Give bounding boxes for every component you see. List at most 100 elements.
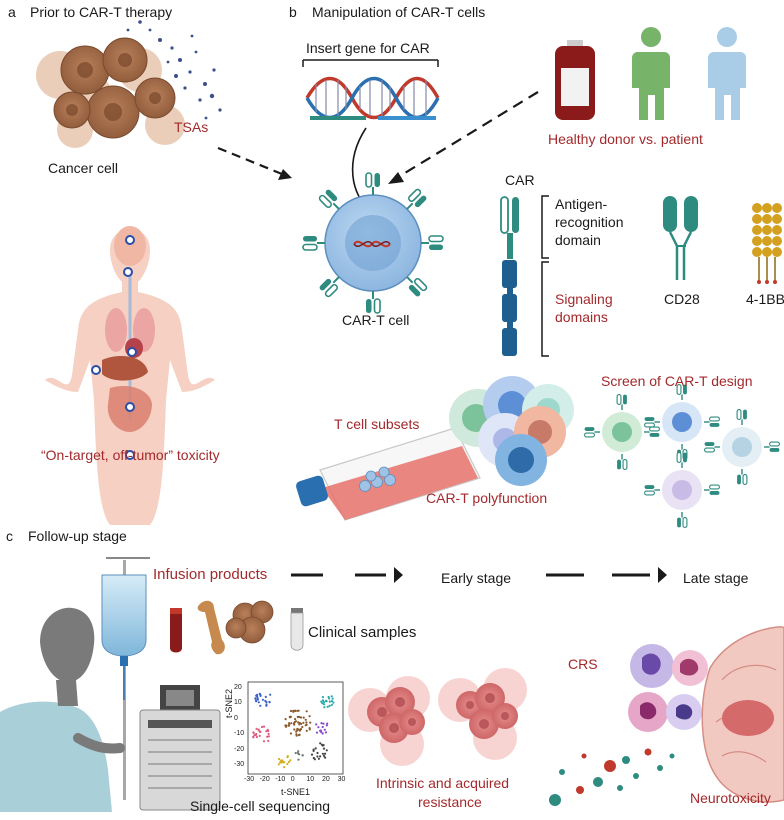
tsne-dot	[330, 700, 333, 703]
tsne-dot	[289, 759, 292, 762]
tsne-y-tick: 0	[234, 714, 238, 722]
tsne-dot	[302, 716, 305, 719]
tsne-dot	[257, 701, 260, 704]
tsne-y-tick: 10	[234, 699, 242, 707]
tsa-arrowhead	[278, 169, 292, 180]
tsne-dot	[321, 696, 324, 699]
tsne-dot	[279, 761, 282, 764]
tsne-dot	[256, 695, 259, 698]
resistance-label-2: resistance	[418, 794, 482, 810]
tsne-dot	[324, 699, 327, 703]
tsne-dot	[266, 735, 269, 738]
tsne-dot	[320, 722, 323, 725]
donor-figure-green	[632, 27, 670, 120]
tsne-dot	[326, 705, 329, 708]
tsne-dot	[296, 709, 299, 712]
car-structure-diagram	[500, 195, 549, 357]
tsne-dot	[283, 761, 286, 764]
scseq-label: Single-cell sequencing	[190, 798, 331, 814]
tsne-dot	[320, 700, 323, 703]
tsne-dot	[264, 695, 267, 699]
t-cell-subsets-label: T cell subsets	[334, 416, 420, 432]
tsne-dot	[323, 706, 326, 709]
tsne-dot	[323, 703, 326, 706]
brain-cross-section	[701, 626, 784, 803]
tsne-dot	[309, 721, 312, 724]
dna-helix	[302, 59, 440, 120]
tsne-dot	[297, 752, 300, 756]
tsne-dot	[268, 701, 271, 704]
resistance-label-1: Intrinsic and acquired	[376, 775, 510, 791]
tsne-x-tick: 20	[322, 776, 330, 783]
cancer-cell-label: Cancer cell	[48, 160, 119, 176]
tsne-dot	[323, 728, 326, 731]
tsne-dot	[328, 697, 331, 700]
tsne-dot	[281, 759, 284, 762]
tsne-dot	[305, 710, 308, 713]
tsne-dot	[321, 732, 324, 735]
tsa-arrow	[217, 146, 283, 176]
t-cell-subsets-cluster	[449, 376, 574, 486]
antigen-domain-label-2: recognition	[555, 214, 624, 230]
car-t-cell-label: CAR-T cell	[342, 312, 410, 328]
tsne-dot	[324, 731, 328, 734]
tsne-dot	[325, 749, 328, 752]
tsne-dot	[321, 699, 325, 702]
panel-b-title: Manipulation of CAR-T cells	[312, 4, 486, 20]
tsne-dot	[302, 721, 305, 724]
tsne-dot	[297, 758, 300, 761]
cd28-label: CD28	[664, 291, 700, 307]
car-t-screen-cells	[584, 384, 780, 528]
tsne-dot	[255, 700, 258, 703]
tsne-x-tick: 10	[306, 776, 315, 783]
tsne-dot	[321, 744, 324, 747]
4-1bb-molecule	[752, 203, 782, 284]
tumor-clusters	[348, 668, 527, 766]
patient-figure-blue	[708, 27, 746, 120]
tsne-dot	[277, 763, 280, 766]
tsne-dot	[315, 731, 319, 734]
tsne-dot	[297, 750, 300, 753]
tsne-dot	[284, 718, 287, 721]
tsne-dot	[322, 701, 325, 704]
insert-gene-label: Insert gene for CAR	[306, 40, 430, 56]
sequencer-machine	[139, 685, 221, 811]
tsne-dot	[315, 723, 318, 726]
tsne-x-tick: -10	[275, 776, 286, 783]
tsne-dot	[262, 740, 266, 743]
tsne-dot	[310, 753, 314, 756]
tsne-dot	[319, 729, 322, 732]
screen-label: Screen of CAR-T design	[601, 373, 753, 389]
signaling-label-1: Signaling	[555, 291, 613, 307]
tsa-particles	[126, 20, 222, 120]
tsne-x-tick: 0	[290, 776, 295, 783]
tsne-x-label: t-SNE1	[281, 787, 311, 797]
tsne-dot	[289, 709, 293, 713]
tsne-dot	[258, 692, 261, 695]
tsne-dot	[321, 725, 324, 729]
tsne-dot	[260, 725, 264, 729]
tsne-dot	[312, 749, 315, 753]
tsne-dots	[252, 692, 335, 769]
tsne-dot	[259, 730, 262, 733]
panel-a-title: Prior to CAR-T therapy	[30, 4, 173, 20]
antigen-domain-label-1: Antigen-	[555, 196, 608, 212]
tsne-dot	[288, 715, 291, 719]
tsne-dot	[265, 703, 268, 706]
donor-label: Healthy donor vs. patient	[548, 131, 703, 147]
tsne-dot	[299, 728, 303, 731]
tsne-dot	[324, 752, 327, 755]
tsne-dot	[285, 724, 288, 727]
antigen-domain-label-3: domain	[555, 232, 601, 248]
neurotoxicity-label: Neurotoxicity	[690, 790, 771, 806]
tsne-dot	[325, 724, 328, 727]
clinical-samples-label: Clinical samples	[308, 624, 417, 641]
tsne-dot	[313, 758, 316, 761]
toxicity-label: “On-target, off-tumor” toxicity	[41, 447, 220, 463]
tsne-y-tick: -30	[234, 761, 245, 768]
signaling-label-2: domains	[555, 309, 608, 325]
tsne-dot	[293, 728, 296, 731]
crs-label: CRS	[568, 656, 598, 672]
tsa-label: TSAs	[174, 119, 209, 135]
